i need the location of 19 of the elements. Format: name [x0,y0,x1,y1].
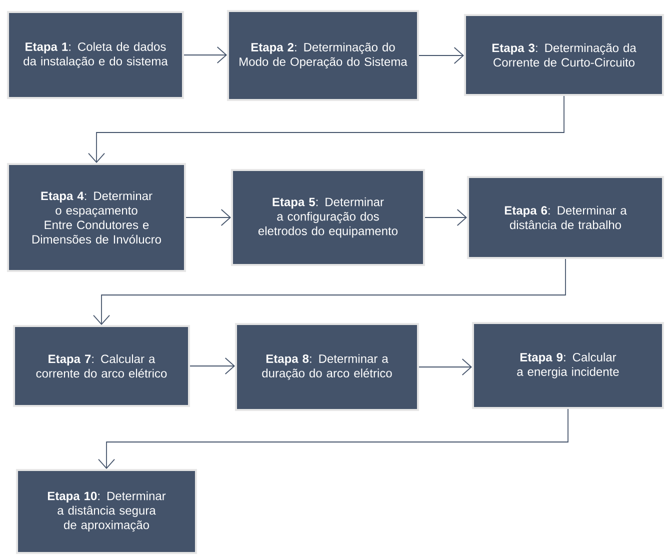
arrow [98,408,568,469]
arrow [93,258,566,325]
step-box: Etapa 9: Calcular a energia incidente [472,322,664,409]
arrow [190,358,235,374]
step-box: Etapa 3: Determinação da Corrente de Curto-Circuito [464,14,664,96]
step-box: Etapa 7: Calcular a corrente do arco elétrico [13,325,190,407]
arrow [88,96,564,163]
step-box: Etapa 5: Determinar a configuração dos eletrodos do equipamento [231,169,425,266]
arrow [424,209,467,226]
arrow [418,47,464,64]
arrow [184,46,227,64]
step-box: Etapa 1: Coleta de dados da instalação e do sistema [7,11,184,99]
step-box: Etapa 4: Determinar o espaçamento Entre Condutores e Dimensões de Invólucro [7,163,186,272]
step-box: Etapa 6: Determinar a distância de trabalho [467,176,664,259]
step-box: Etapa 10: Determinar a distância segura de aproximação [16,469,197,554]
arrow [418,358,472,376]
step-box: Etapa 8: Determinar a duração do arco elétrico [235,323,419,411]
step-box: Etapa 2: Determinação do Modo de Operação do Sistema [227,10,419,101]
arrow [186,209,231,226]
